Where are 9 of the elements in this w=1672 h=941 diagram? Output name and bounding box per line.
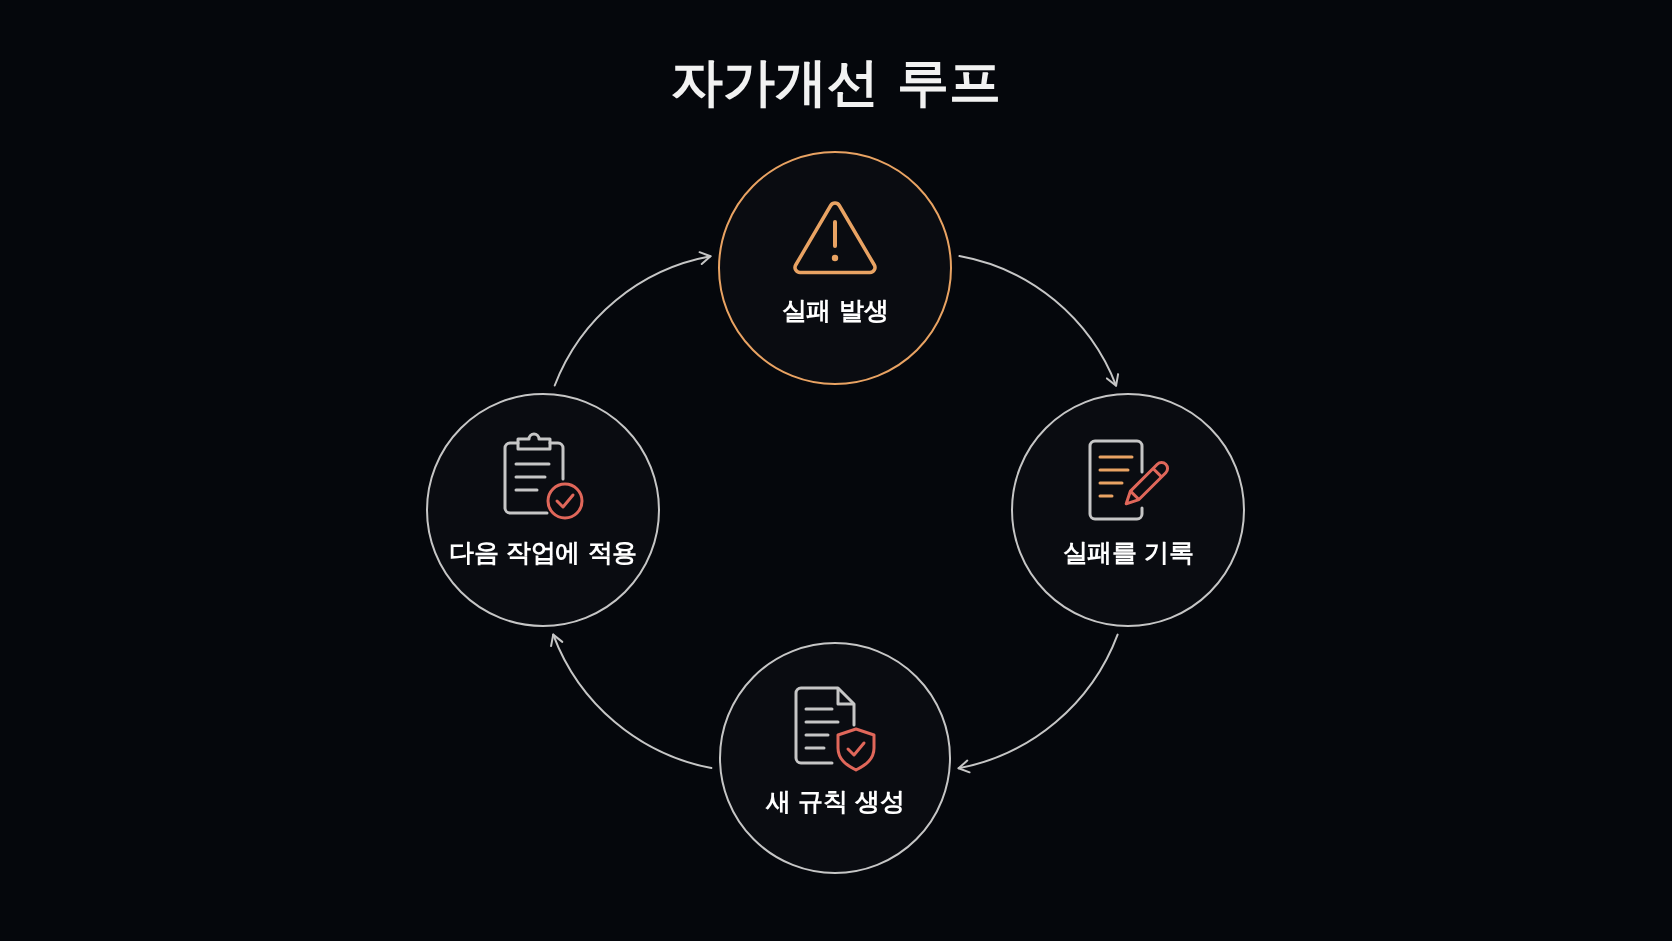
- node-label: 새 규칙 생성: [765, 786, 905, 818]
- node-label: 실패를 기록: [1062, 537, 1194, 569]
- arrow: [957, 633, 1119, 773]
- arrow: [958, 255, 1119, 387]
- arrow: [550, 633, 713, 770]
- node-label: 다음 작업에 적용: [449, 537, 637, 569]
- arrow: [553, 251, 712, 387]
- node-label: 실패 발생: [781, 295, 889, 327]
- title: 자가개선 루프: [670, 51, 1002, 114]
